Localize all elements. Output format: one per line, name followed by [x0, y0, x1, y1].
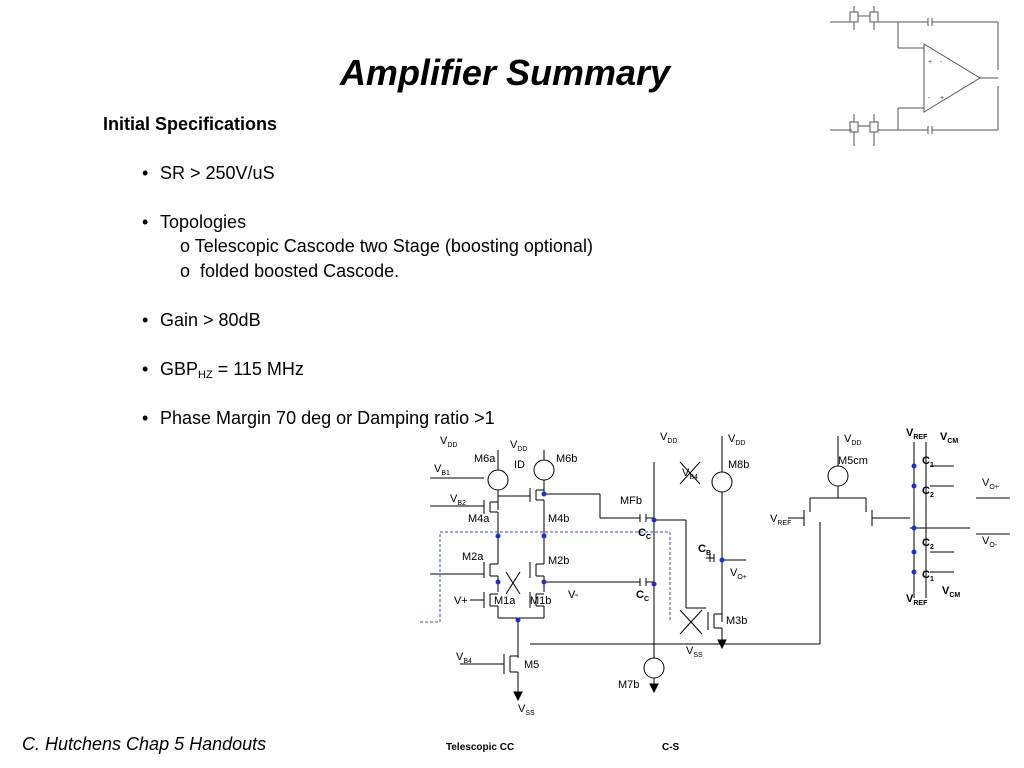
- bullet-gain: • Gain > 80dB: [142, 310, 261, 331]
- sub-bullet-marker: o: [180, 236, 191, 256]
- footer-middle: Telescopic CC: [446, 742, 515, 753]
- label-vdd-3: VDD: [660, 431, 677, 445]
- footer-left: C. Hutchens Chap 5 Handouts: [22, 734, 267, 754]
- label-vss-1: VSS: [518, 703, 535, 717]
- label-vdd-5: VDD: [844, 433, 861, 447]
- subheading: Initial Specifications: [103, 114, 278, 134]
- bullet-glyph: •: [142, 163, 149, 183]
- label-c1-top: C1: [922, 455, 934, 469]
- bullet-phase: • Phase Margin 70 deg or Damping ratio >1: [142, 408, 495, 429]
- bullet-sr-text: SR > 250V/uS: [160, 163, 275, 183]
- label-cc-1: CC: [638, 527, 651, 541]
- label-vb4-b: VB4: [682, 467, 698, 481]
- footer-right: C-S: [662, 742, 680, 753]
- bullet-topologies-text: Topologies: [160, 212, 247, 232]
- label-vdd-1: VDD: [440, 435, 457, 449]
- label-vdd-2: VDD: [510, 439, 527, 453]
- label-c2-bottom: C2: [922, 537, 934, 551]
- label-c1-bottom: C1: [922, 569, 934, 583]
- label-m5cm: M5cm: [838, 455, 868, 467]
- sub-bullet-telescopic: o Telescopic Cascode two Stage (boosting…: [180, 236, 593, 257]
- label-vb2: VB2: [450, 493, 466, 507]
- bullet-sr: • SR > 250V/uS: [142, 163, 275, 184]
- label-vo-minus: VO-: [982, 535, 998, 549]
- label-vb1: VB1: [434, 463, 450, 477]
- label-m2b: M2b: [548, 555, 569, 567]
- label-m1a: M1a: [494, 595, 516, 607]
- label-vb4: VB4: [456, 651, 472, 665]
- sub-bullet-text: folded boosted Cascode.: [200, 261, 400, 281]
- bullet-glyph: •: [142, 212, 149, 232]
- label-vplus-input: V+: [454, 595, 468, 607]
- gbp-subscript: HZ: [198, 369, 213, 381]
- bullet-gbp: • GBPHZ = 115 MHz: [142, 359, 304, 381]
- label-m6a: M6a: [474, 453, 496, 465]
- label-vcm-2: VCM: [942, 585, 960, 599]
- label-m4b: M4b: [548, 513, 569, 525]
- thumb-minus-2: -: [928, 95, 931, 102]
- thumb-plus-2: +: [940, 95, 944, 102]
- label-vo-plus: VO+: [982, 477, 999, 491]
- sub-bullet-folded: o folded boosted Cascode.: [180, 261, 399, 282]
- gbp-value: = 115 MHz: [217, 359, 304, 379]
- label-vref-1: VREF: [770, 513, 791, 527]
- label-c2-top: C2: [922, 485, 934, 499]
- sub-bullet-text: Telescopic Cascode two Stage (boosting o…: [194, 236, 593, 256]
- label-m5: M5: [524, 659, 539, 671]
- bullet-gain-text: Gain > 80dB: [160, 310, 261, 330]
- bullet-phase-text: Phase Margin 70 deg or Damping ratio >1: [160, 408, 495, 428]
- label-m3b: M3b: [726, 615, 747, 627]
- label-id: ID: [514, 459, 525, 471]
- thumb-minus: -: [940, 59, 943, 66]
- label-m8b: M8b: [728, 459, 749, 471]
- gbp-label: GBP: [160, 359, 199, 379]
- label-vo-plus-2: VO+: [730, 567, 747, 581]
- label-cb: CB: [698, 543, 711, 557]
- label-mfb: MFb: [620, 495, 642, 507]
- bullet-glyph: •: [142, 359, 149, 379]
- label-vcm-1: VCM: [940, 431, 958, 445]
- bullet-glyph: •: [142, 310, 149, 330]
- label-vref-2: VREF: [906, 427, 928, 441]
- label-m4a: M4a: [468, 513, 490, 525]
- label-vminus-input: V-: [568, 589, 579, 601]
- slide-title: Amplifier Summary: [339, 52, 671, 93]
- bullet-topologies: • Topologies: [142, 212, 246, 233]
- label-vss-2: VSS: [686, 645, 703, 659]
- opamp-thumbnail-diagram: + - - +: [830, 6, 999, 146]
- label-cc-2: CC: [636, 589, 649, 603]
- label-vdd-4: VDD: [728, 433, 745, 447]
- sub-bullet-marker: o: [180, 261, 191, 281]
- label-vref-3: VREF: [906, 593, 928, 607]
- label-m7b: M7b: [618, 679, 639, 691]
- bullet-glyph: •: [142, 408, 149, 428]
- label-m2a: M2a: [462, 551, 484, 563]
- thumb-plus: +: [928, 59, 932, 66]
- telescopic-cascode-schematic: VDD VDD VDD VDD VDD VB1 VB2 VB4 VB4 VSS …: [420, 427, 1010, 717]
- label-m6b: M6b: [556, 453, 577, 465]
- label-m1b: M1b: [530, 595, 551, 607]
